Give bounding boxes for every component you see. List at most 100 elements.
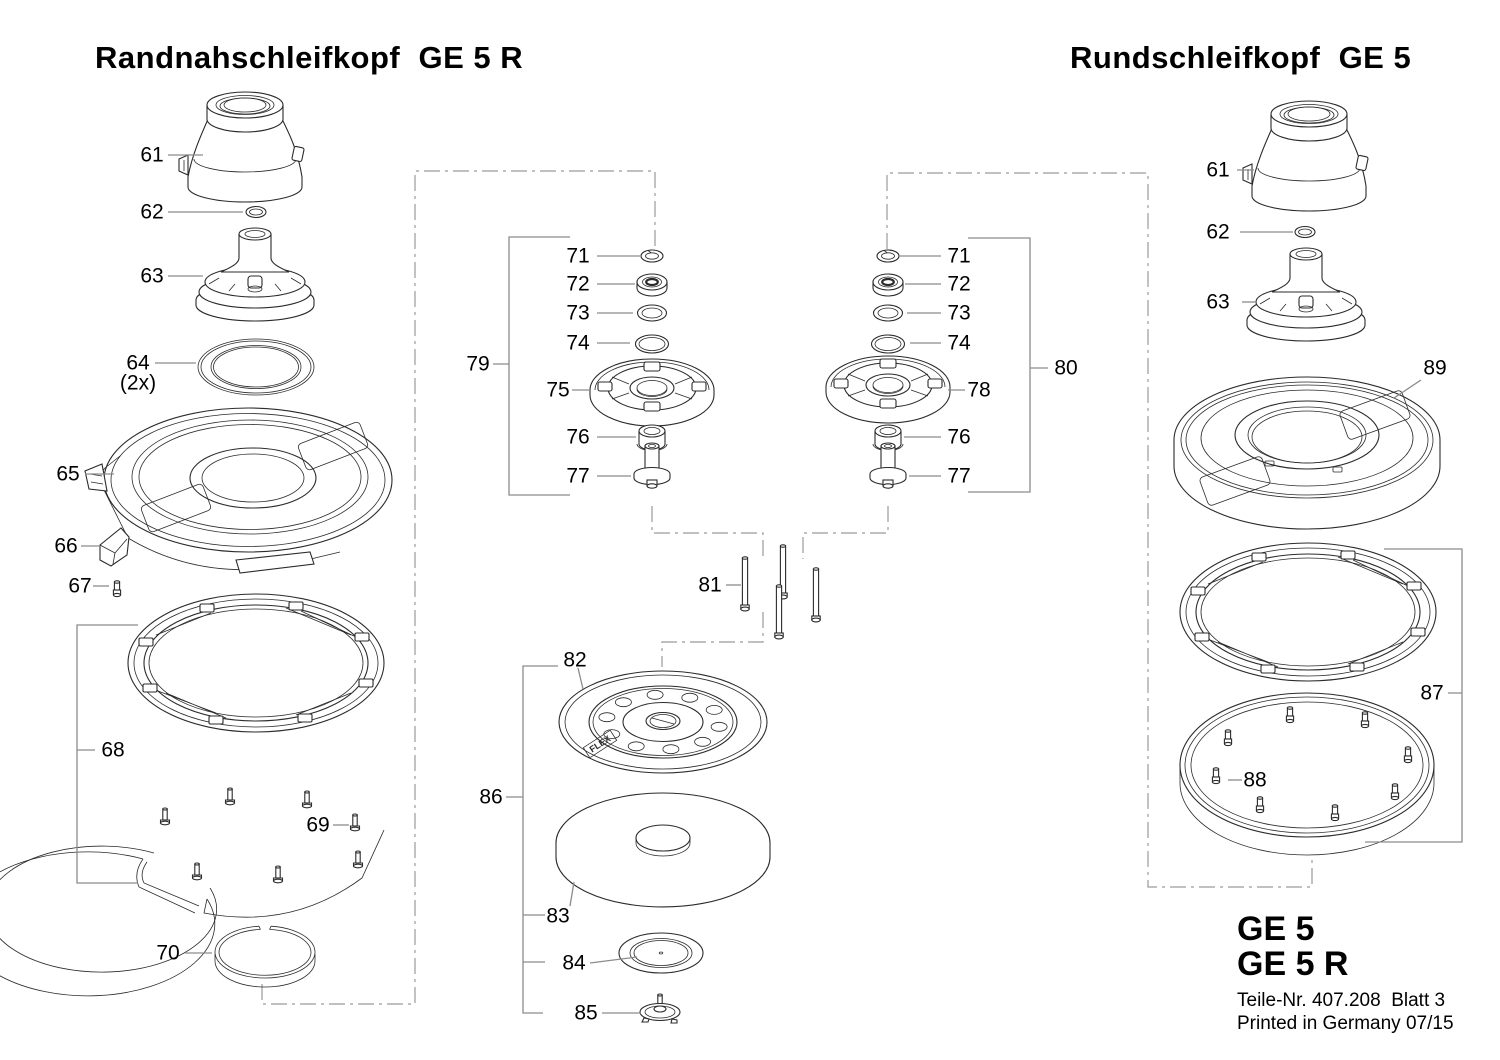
part-87-band-drawing <box>1179 692 1435 856</box>
part-label-63: 63 <box>140 265 163 288</box>
part-70-drawing <box>214 925 316 988</box>
bracket <box>1365 548 1463 843</box>
diagram-title-right: Rundschleifkopf GE 5 <box>1070 40 1412 75</box>
part-71-right-drawing <box>876 249 900 263</box>
part-label-63: 63 <box>1206 291 1229 314</box>
model-name-2: GE 5 R <box>1237 945 1349 983</box>
part-84-drawing <box>618 932 704 974</box>
part-label-65: 65 <box>56 463 79 486</box>
part-67-drawing <box>112 580 122 598</box>
bracket <box>968 237 1048 493</box>
part-label-71: 71 <box>947 245 970 268</box>
part-64-drawing <box>197 338 315 396</box>
part-label-70: 70 <box>156 942 179 965</box>
part-74-right-drawing <box>870 334 906 354</box>
part-62-drawing <box>245 205 267 219</box>
part-number-line: Teile-Nr. 407.208 Blatt 3 <box>1237 990 1446 1011</box>
part-label-79: 79 <box>466 353 489 376</box>
part-66-drawing <box>99 527 130 567</box>
phantom-connector-lines <box>261 170 1313 1005</box>
part-label-73: 73 <box>947 302 970 325</box>
part-74-drawing <box>634 334 670 354</box>
part-label-81: 81 <box>698 574 721 597</box>
part-label-75: 75 <box>546 379 569 402</box>
phantom-line <box>661 612 764 667</box>
part-label-66: 66 <box>54 535 77 558</box>
part-label-87: 87 <box>1420 682 1443 705</box>
part-88-drawing <box>1211 767 1221 785</box>
part-75-drawing <box>589 358 715 427</box>
callout-leader-lines <box>81 154 1422 1014</box>
part-63-drawing <box>195 227 315 322</box>
part-label-67: 67 <box>68 575 91 598</box>
leader-line <box>589 956 638 964</box>
bracket <box>506 665 558 1014</box>
leader-line <box>1393 379 1422 399</box>
part-label-82: 82 <box>563 649 586 672</box>
part-label-74: 74 <box>947 332 971 355</box>
part-label-80: 80 <box>1054 357 1077 380</box>
part-label-74: 74 <box>566 332 590 355</box>
part-label-73: 73 <box>566 302 589 325</box>
part-83-drawing <box>555 792 771 908</box>
phantom-line <box>651 506 764 557</box>
part-61-right-drawing <box>1242 100 1369 212</box>
part-77-right-drawing <box>869 442 907 489</box>
part-85-drawing <box>639 993 681 1024</box>
part-label-62: 62 <box>140 201 163 224</box>
part-label-71: 71 <box>566 245 589 268</box>
part-label-(2x): (2x) <box>120 372 156 395</box>
part-label-68: 68 <box>101 739 124 762</box>
part-label-89: 89 <box>1423 357 1446 380</box>
leader-line <box>569 881 575 907</box>
part-73-right-drawing <box>872 304 904 322</box>
part-63-right-drawing <box>1246 247 1366 342</box>
part-81-drawing <box>740 544 821 640</box>
part-72-right-drawing <box>871 272 905 298</box>
part-label-69: 69 <box>306 814 329 837</box>
parts-drawings: FLEX <box>0 91 1441 1024</box>
phantom-line <box>886 172 1313 888</box>
part-78-drawing <box>825 355 951 424</box>
part-65-drawing <box>84 407 393 574</box>
part-68-brush-band-drawing <box>0 787 385 997</box>
part-label-84: 84 <box>562 952 586 975</box>
part-label-77: 77 <box>947 465 970 488</box>
part-label-61: 61 <box>1206 159 1229 182</box>
phantom-line <box>261 170 656 1005</box>
diagram-title-left: Randnahschleifkopf GE 5 R <box>95 40 524 75</box>
part-label-72: 72 <box>566 273 589 296</box>
part-label-61: 61 <box>140 144 163 167</box>
part-68-clip-ring-drawing <box>127 593 385 733</box>
part-number-callouts: 61 62 63 64(2x) 65 66 67 68 69 70 71 72 73 74 75 76 77 79… <box>54 144 1446 1025</box>
group-brackets <box>76 236 1463 1014</box>
part-label-76: 76 <box>947 426 970 449</box>
part-71-drawing <box>640 249 664 263</box>
part-label-64: 64 <box>126 352 150 375</box>
leader-line <box>577 667 584 690</box>
bracket <box>493 236 570 496</box>
part-label-76: 76 <box>566 426 589 449</box>
part-62-right-drawing <box>1294 225 1316 239</box>
part-89-drawing <box>1173 376 1441 530</box>
part-label-62: 62 <box>1206 221 1229 244</box>
part-77-drawing <box>633 442 671 489</box>
part-72-drawing <box>635 272 669 298</box>
part-label-83: 83 <box>546 905 569 928</box>
model-name-1: GE 5 <box>1237 910 1315 948</box>
part-label-86: 86 <box>479 786 502 809</box>
part-82-drawing: FLEX <box>558 670 768 774</box>
part-87-clip-ring-drawing <box>1179 542 1437 682</box>
phantom-line <box>802 506 889 559</box>
part-61-drawing <box>178 91 305 203</box>
part-label-77: 77 <box>566 465 589 488</box>
part-label-88: 88 <box>1243 769 1266 792</box>
bracket <box>76 624 138 884</box>
part-73-drawing <box>636 304 668 322</box>
part-label-72: 72 <box>947 273 970 296</box>
part-label-78: 78 <box>967 379 990 402</box>
part-label-85: 85 <box>574 1002 597 1025</box>
title-block: GE 5 GE 5 R Teile-Nr. 407.208 Blatt 3 Pr… <box>1237 912 1454 1035</box>
